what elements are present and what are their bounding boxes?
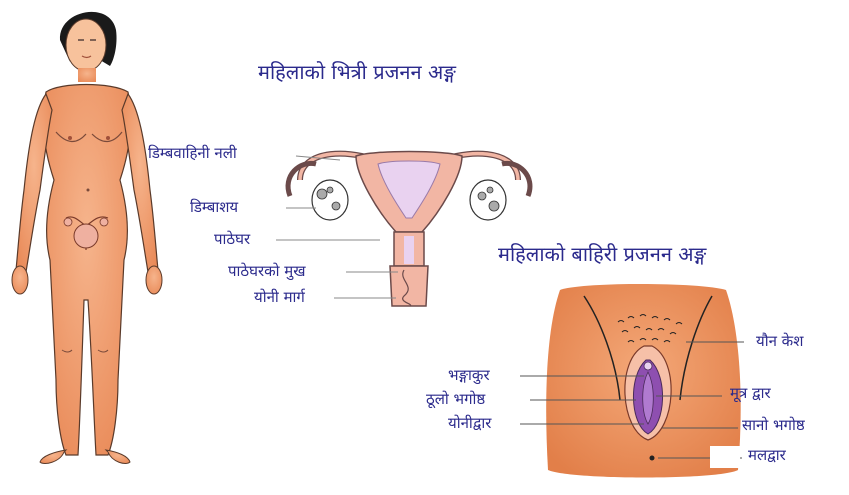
label-vaginal-opening: योनीद्वार bbox=[448, 416, 491, 431]
label-pubic-hair: यौन केश bbox=[756, 334, 803, 349]
label-fallopian-tube: डिम्बवाहिनी नली bbox=[148, 146, 237, 161]
label-anus: मलद्वार bbox=[748, 448, 786, 463]
label-labia-majora: ठूलो भगोष्ठ bbox=[426, 392, 485, 407]
internal-organs-title: महिलाको भित्री प्रजनन अङ्ग bbox=[258, 62, 456, 82]
label-urethral-opening: मूत्र द्वार bbox=[730, 386, 771, 401]
label-cervix: पाठेघरको मुख bbox=[228, 264, 306, 279]
label-uterus: पाठेघर bbox=[214, 232, 250, 247]
label-clitoris: भङ्गाकुर bbox=[448, 368, 490, 383]
label-labia-minora: सानो भगोष्ठ bbox=[742, 418, 805, 433]
external-organs-title: महिलाको बाहिरी प्रजनन अङ्ग bbox=[498, 244, 706, 264]
label-ovary: डिम्बाशय bbox=[190, 200, 238, 215]
label-vagina: योनी मार्ग bbox=[254, 290, 305, 305]
